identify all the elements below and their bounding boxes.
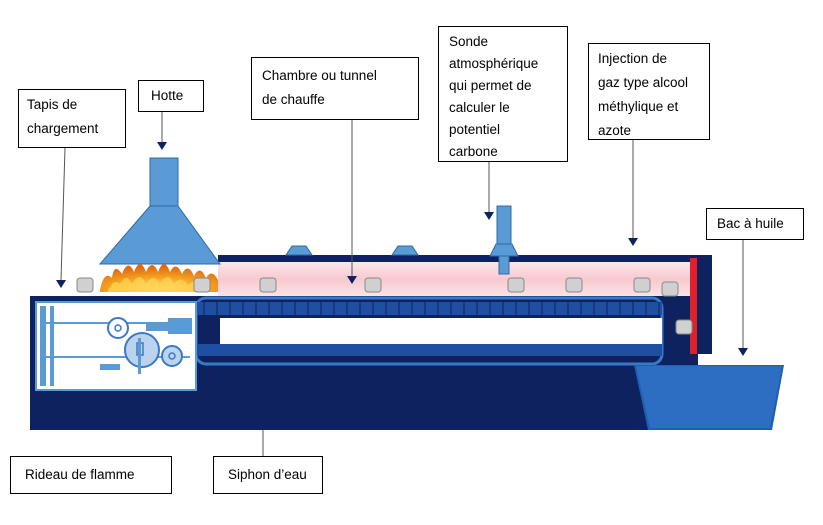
label-tapis-de-chargement: Tapis de chargement: [18, 89, 126, 148]
hood-icon: [98, 157, 221, 265]
loading-parts: [193, 277, 211, 293]
chamber-end-wall: [696, 256, 712, 354]
oil-tank-front: [636, 366, 782, 428]
label-rideau-de-flamme: Rideau de flamme: [10, 456, 172, 494]
heating-chamber: [218, 262, 696, 296]
label-siphon-d-eau: Siphon d’eau: [213, 456, 323, 494]
callout-arrows: [56, 112, 748, 456]
probe-icon: [489, 205, 519, 275]
flame-icon: [100, 264, 218, 292]
label-hotte: Hotte: [138, 80, 204, 112]
roof-bump: [391, 245, 419, 256]
loading-parts: [76, 277, 94, 293]
chamber-roof: [218, 255, 712, 262]
drive-mechanism: [35, 301, 197, 391]
roof-bump: [285, 245, 313, 256]
label-bac-a-huile: Bac à huile: [706, 208, 804, 240]
chamber-parts: [259, 277, 693, 335]
label-sonde: Sonde atmosphérique qui permet de calcul…: [438, 26, 568, 162]
label-chambre: Chambre ou tunnel de chauffe: [251, 57, 419, 120]
red-injection-strip: [690, 258, 697, 354]
conveyor-belt: [194, 296, 664, 366]
label-injection: Injection de gaz type alcool méthylique …: [588, 43, 710, 140]
